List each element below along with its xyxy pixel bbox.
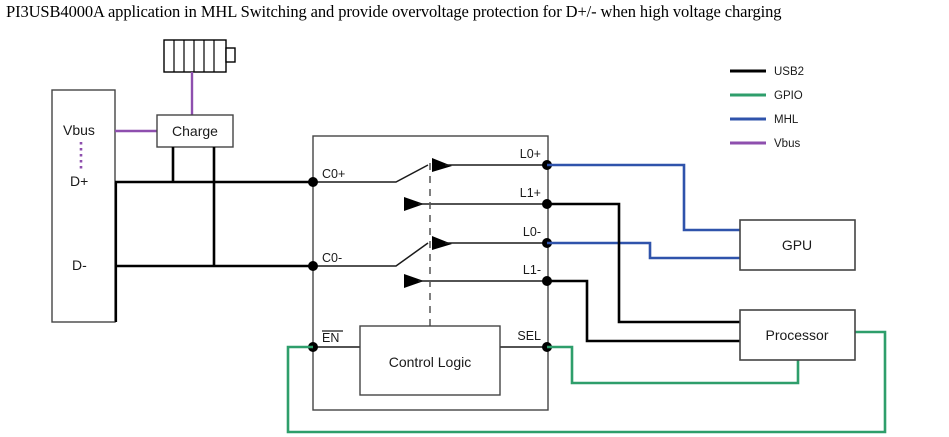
pin-dot-c0p [308, 177, 318, 187]
legend-item-vbus: Vbus [730, 138, 800, 150]
processor-block [739, 309, 856, 361]
ic-pin-label-l1p: L1+ [520, 186, 541, 200]
page-title: PI3USB4000A application in MHL Switching… [6, 2, 782, 21]
wire-usb2-l1p-to-processor [547, 202, 740, 324]
switch-arrow-l0p [432, 158, 452, 172]
battery-icon [163, 39, 236, 73]
ic-pin-label-l0p: L0+ [520, 147, 541, 161]
control-logic-block [359, 325, 501, 396]
ic-pin-label-l0n: L0- [523, 225, 541, 239]
connector-block [51, 89, 116, 323]
switch-arrow-l0n [432, 236, 452, 250]
ic-pin-label-l1n: L1- [523, 263, 541, 277]
connector-pin-label-vbus: Vbus [63, 122, 95, 138]
gpu-block [739, 219, 856, 271]
legend-label-mhl: MHL [774, 114, 799, 126]
processor-block-label: Processor [765, 327, 828, 343]
legend-item-gpio: GPIO [730, 90, 803, 102]
wire-usb2-l1n-to-processor [547, 279, 740, 343]
legend-label-vbus: Vbus [774, 138, 800, 150]
pin-dot-c0n [308, 261, 318, 271]
ic-pin-label-en-group: EN [322, 330, 343, 345]
switch-throw-c0n [313, 242, 429, 267]
wire-gpio-sel-to-processor [547, 345, 800, 385]
ic-pin-label-c0n: C0- [322, 251, 342, 265]
control-logic-label: Control Logic [389, 354, 472, 370]
legend: USB2 GPIO MHL Vbus [730, 66, 804, 150]
wire-mhl-l0p-to-gpu [547, 163, 740, 232]
legend-label-usb2: USB2 [774, 66, 804, 78]
ic-pin-label-en: EN [322, 331, 339, 345]
ic-pin-label-c0p: C0+ [322, 167, 345, 181]
charge-block-label: Charge [172, 123, 218, 139]
connector-pin-label-dminus: D- [72, 257, 87, 273]
wire-gpio-en-to-processor [286, 330, 887, 434]
legend-label-gpio: GPIO [774, 90, 803, 102]
legend-item-usb2: USB2 [730, 66, 804, 78]
connector-pin-label-dplus: D+ [70, 173, 88, 189]
ic-pin-label-sel: SEL [517, 329, 541, 343]
wire-mhl-l0n-to-gpu [547, 241, 740, 260]
legend-item-mhl: MHL [730, 114, 799, 126]
charge-block [156, 114, 234, 148]
gpu-block-label: GPU [782, 237, 812, 253]
switch-arrow-l1n [404, 274, 424, 288]
switch-arrow-l1p [404, 197, 424, 211]
switch-throw-c0p [313, 164, 429, 183]
